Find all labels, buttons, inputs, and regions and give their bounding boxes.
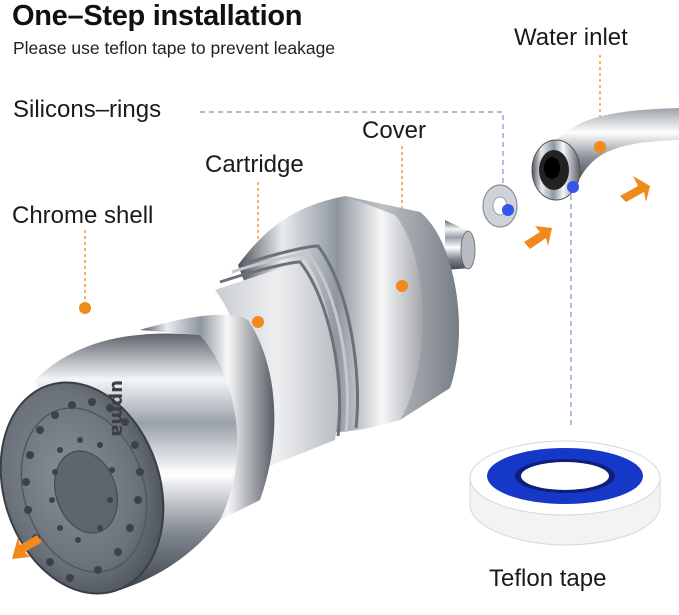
part-markers (79, 141, 606, 328)
arrow-icon (524, 226, 552, 249)
water-inlet-pipe (531, 108, 679, 201)
page-subtitle: Please use teflon tape to prevent leakag… (13, 38, 336, 58)
page-title: One–Step installation (12, 0, 303, 32)
label-teflon-tape: Teflon tape (489, 565, 607, 592)
label-water-inlet: Water inlet (514, 24, 628, 51)
cartridge-part (215, 260, 339, 470)
teflon-tape-roll (469, 440, 661, 546)
direction-arrows (12, 176, 650, 559)
label-cartridge: Cartridge (205, 151, 304, 178)
chrome-shell-part: upma (0, 314, 275, 595)
thread-rings (219, 244, 359, 437)
arrow-icon (12, 535, 42, 559)
arrow-icon (620, 176, 650, 202)
label-cover: Cover (362, 117, 427, 144)
brand-logo: upma (107, 380, 128, 437)
label-silicon-rings: Silicons–rings (13, 96, 162, 123)
label-chrome-shell: Chrome shell (12, 202, 154, 229)
